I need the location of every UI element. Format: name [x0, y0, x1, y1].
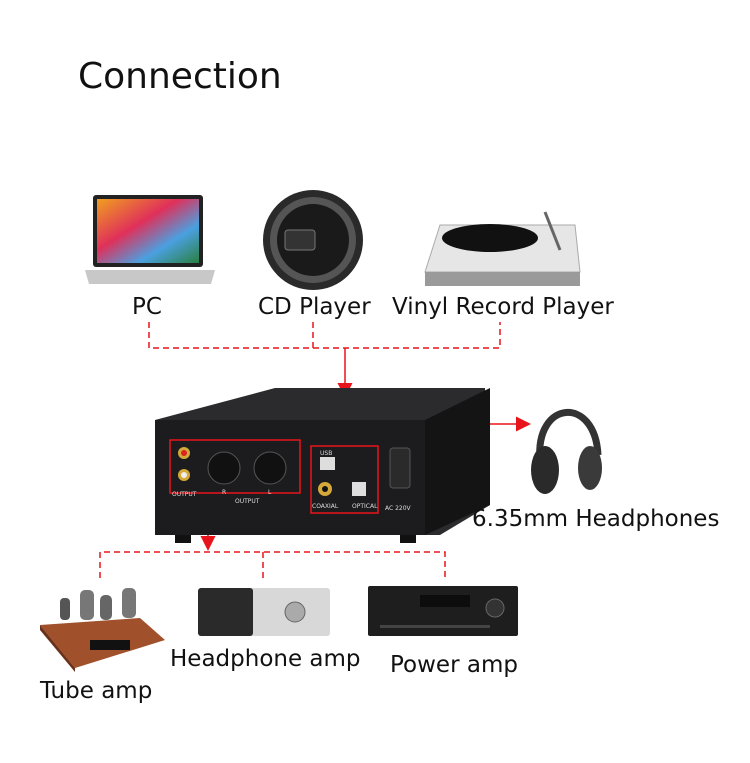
power-label: AC 220V	[385, 505, 412, 512]
headphones-label: 6.35mm Headphones	[472, 506, 720, 532]
optical-label: OPTICAL	[352, 503, 378, 510]
rca-output-label: OUTPUT	[172, 491, 197, 498]
tube-amp-icon	[40, 588, 165, 672]
headphones-icon	[531, 409, 602, 494]
source-label-pc: PC	[132, 294, 162, 320]
turntable-icon	[424, 211, 581, 286]
xlr-right-label: R	[222, 489, 226, 496]
page-title: Connection	[78, 56, 282, 97]
source-label-vinyl: Vinyl Record Player	[392, 294, 614, 320]
xlr-left-label: L	[268, 489, 272, 496]
cd-player-icon	[263, 190, 363, 290]
usb-label: USB	[320, 450, 332, 457]
headphone-amp-icon	[198, 588, 330, 636]
laptop-icon	[85, 195, 215, 284]
source-connector-lines	[99, 322, 531, 578]
tube-amp-label: Tube amp	[40, 678, 153, 704]
source-label-cd-player: CD Player	[258, 294, 371, 320]
headphone-amp-label: Headphone amp	[170, 646, 361, 672]
coaxial-label: COAXIAL	[312, 503, 339, 510]
xlr-output-label: OUTPUT	[235, 498, 260, 505]
power-amp-label: Power amp	[390, 652, 518, 678]
power-amp-icon	[368, 586, 518, 636]
dac-device: OUTPUT OUTPUT R L USB COAXIAL OPTICAL AC…	[155, 388, 490, 543]
